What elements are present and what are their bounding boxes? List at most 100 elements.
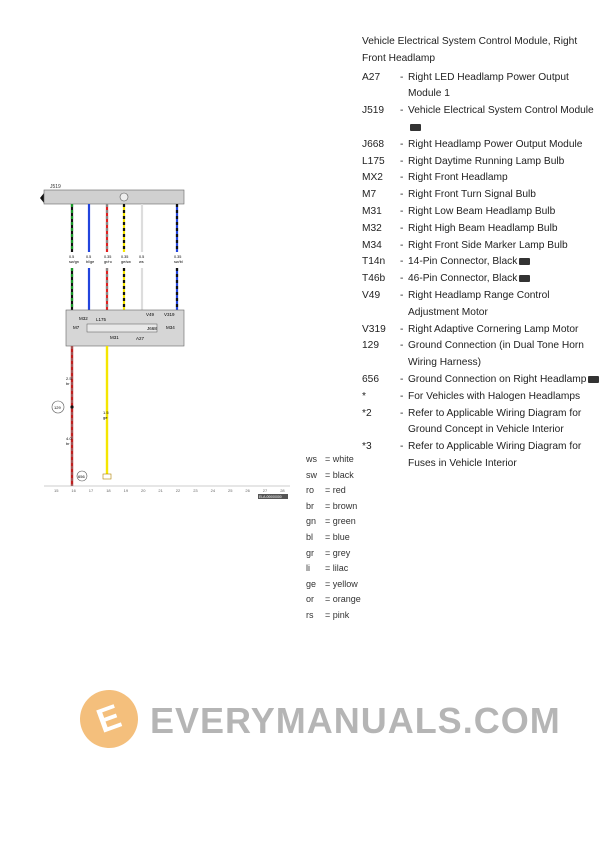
color-key-item: gn= green	[306, 514, 361, 530]
legend-desc: Right LED Headlamp Power Output Module 1	[408, 70, 602, 104]
wire-color: bl/ge	[86, 260, 94, 264]
color-name: red	[332, 485, 346, 496]
watermark-logo: E	[71, 681, 147, 757]
legend-item: T14n-14-Pin Connector, Black	[362, 254, 602, 271]
grid-number: 23	[193, 488, 198, 493]
feed-wire-size: 1.5	[103, 410, 109, 415]
wire-size: 0.5	[69, 255, 74, 259]
legend-desc: 14-Pin Connector, Black	[408, 254, 602, 271]
legend-desc: 46-Pin Connector, Black	[408, 271, 602, 288]
legend-dash: -	[400, 189, 404, 201]
wire-color: gr/ro	[104, 260, 112, 264]
grid-number: 22	[176, 488, 181, 493]
legend-desc: Right Front Headlamp	[408, 170, 602, 187]
legend-item: *3-Refer to Applicable Wiring Diagram fo…	[362, 439, 602, 473]
ref-text: ELA-00000000	[259, 495, 282, 499]
top-label: J519	[50, 184, 61, 190]
legend-desc: Right Low Beam Headlamp Bulb	[408, 204, 602, 221]
color-key-item: or= orange	[306, 592, 361, 608]
legend-desc-text: Ground Connection (in Dual Tone Horn Wir…	[408, 340, 584, 369]
j668-box	[86, 323, 158, 333]
color-key-item: ro= red	[306, 483, 361, 499]
color-abbr: ws	[306, 454, 317, 464]
legend-code: L175	[362, 155, 385, 167]
camera-icon	[588, 375, 600, 383]
grid-number: 27	[263, 488, 268, 493]
label-m31: M31	[110, 335, 119, 340]
color-abbr: ro	[306, 485, 315, 496]
component-legend: Vehicle Electrical System Control Module…	[362, 34, 602, 473]
legend-desc-text: Ground Connection on Right Headlamp	[408, 373, 587, 385]
legend-title: Vehicle Electrical System Control Module…	[362, 36, 578, 64]
grid-number: 16	[71, 488, 76, 493]
legend-dash: -	[400, 138, 404, 150]
legend-item: MX2-Right Front Headlamp	[362, 170, 602, 187]
wiring-diagram: J519 0.5sw/gn0.5bl/ge0.35gr/ro0.35ge/sw0…	[40, 184, 290, 499]
ground-point-656	[76, 470, 88, 482]
legend-desc: Right Headlamp Range Control Adjustment …	[408, 288, 602, 322]
legend-desc-text: Right Front Side Marker Lamp Bulb	[408, 239, 568, 251]
color-abbr: sw	[306, 469, 317, 480]
wire-size: 0.35	[104, 255, 111, 259]
legend-item: M32-Right High Beam Headlamp Bulb	[362, 221, 602, 238]
color-name: brown	[332, 500, 358, 511]
color-name: lilac	[332, 563, 349, 574]
legend-code: A27	[362, 71, 381, 83]
grid-number: 28	[280, 488, 285, 493]
color-abbr: bl	[306, 531, 314, 542]
color-name: yellow	[332, 578, 358, 589]
legend-code: *3	[362, 441, 372, 453]
legend-item: V319-Right Adaptive Cornering Lamp Motor	[362, 322, 602, 339]
color-key-item: ge= yellow	[306, 577, 361, 593]
label-m7: M7	[73, 325, 80, 330]
legend-dash: -	[400, 239, 404, 251]
legend-dash: -	[400, 222, 404, 234]
legend-dash: -	[400, 340, 404, 352]
grid-number: 20	[141, 488, 146, 493]
grid-number: 25	[228, 488, 233, 493]
legend-desc-text: Right Headlamp Range Control Adjustment …	[408, 289, 550, 318]
legend-desc: Ground Connection (in Dual Tone Horn Wir…	[408, 338, 602, 372]
legend-desc-text: Refer to Applicable Wiring Diagram for F…	[408, 441, 582, 469]
continuation-arrow	[40, 193, 44, 203]
color-name: grey	[332, 547, 351, 558]
legend-item: *-For Vehicles with Halogen Headlamps	[362, 389, 602, 406]
color-key-item: br= brown	[306, 499, 361, 515]
legend-desc-text: Right Daytime Running Lamp Bulb	[408, 155, 565, 167]
legend-desc: Right High Beam Headlamp Bulb	[408, 221, 602, 238]
legend-desc-text: Right Low Beam Headlamp Bulb	[408, 205, 556, 217]
legend-desc-text: For Vehicles with Halogen Headlamps	[408, 390, 581, 402]
color-key-item: ws= white	[306, 452, 361, 468]
color-name: black	[332, 469, 354, 480]
legend-code: J519	[362, 105, 385, 117]
legend-desc-text: Vehicle Electrical System Control Module	[408, 105, 594, 117]
legend-code: M34	[362, 239, 382, 251]
legend-desc-text: Right LED Headlamp Power Output Module 1	[408, 71, 569, 100]
label-a27: A27	[136, 336, 145, 341]
legend-item: M7-Right Front Turn Signal Bulb	[362, 187, 602, 204]
module-symbol	[119, 192, 129, 202]
color-abbr: ge	[306, 578, 317, 589]
wire-size: 0.5	[139, 255, 144, 259]
ground-wire-size: 2.5	[66, 376, 72, 381]
label-l175: L175	[96, 317, 107, 322]
legend-desc-text: Right Front Turn Signal Bulb	[408, 189, 536, 201]
legend-item: A27-Right LED Headlamp Power Output Modu…	[362, 70, 602, 104]
junction-dot	[70, 405, 74, 409]
legend-desc-text: Refer to Applicable Wiring Diagram for G…	[408, 407, 582, 436]
legend-dash: -	[400, 407, 404, 419]
color-key-item: sw= black	[306, 468, 361, 484]
legend-dash: -	[400, 323, 404, 335]
legend-desc: Right Adaptive Cornering Lamp Motor	[408, 322, 602, 339]
color-abbr: br	[306, 500, 315, 511]
ground-wire-size: 4.0	[66, 436, 72, 441]
legend-desc-text: Right Adaptive Cornering Lamp Motor	[408, 323, 579, 335]
wire-color: ge/sw	[121, 260, 131, 264]
legend-code: 656	[362, 373, 379, 385]
color-abbr: gn	[306, 516, 317, 527]
legend-code: M31	[362, 205, 382, 217]
legend-code: *2	[362, 407, 372, 419]
legend-desc: Refer to Applicable Wiring Diagram for F…	[408, 439, 602, 473]
legend-code: J668	[362, 138, 385, 150]
